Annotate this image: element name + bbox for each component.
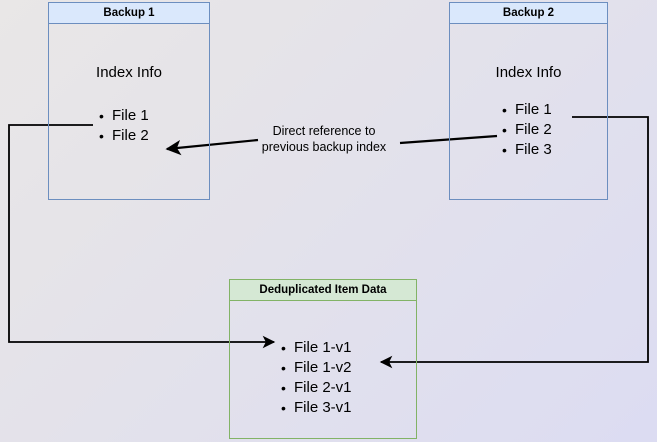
backup-2-box[interactable]: Backup 2 Index Info File 1 File 2 File 3 [449,2,608,200]
deduplicated-item-data-header: Deduplicated Item Data [229,279,417,301]
list-item: File 1 [502,100,552,120]
backup-1-index-label: Index Info [96,64,162,81]
list-item: File 1 [99,106,149,126]
backup-2-index-label: Index Info [495,64,562,81]
backup-1-header: Backup 1 [48,2,210,24]
deduplicated-item-data-body: File 1-v1 File 1-v2 File 2-v1 File 3-v1 [229,301,417,439]
backup-2-file-list: File 1 File 2 File 3 [502,100,552,160]
backup-2-body: Index Info File 1 File 2 File 3 [449,24,608,200]
list-item: File 2 [502,120,552,140]
dedup-file-list: File 1-v1 File 1-v2 File 2-v1 File 3-v1 [281,338,352,418]
backup-1-file-list: File 1 File 2 [99,106,149,146]
backup-1-box[interactable]: Backup 1 Index Info File 1 File 2 [48,2,210,200]
direct-reference-annotation: Direct reference to previous backup inde… [261,124,387,154]
list-item: File 2-v1 [281,378,352,398]
list-item: File 2 [99,126,149,146]
list-item: File 3 [502,140,552,160]
backup-1-body: Index Info File 1 File 2 [48,24,210,200]
list-item: File 1-v1 [281,338,352,358]
list-item: File 1-v2 [281,358,352,378]
deduplicated-item-data-box[interactable]: Deduplicated Item Data File 1-v1 File 1-… [229,279,417,439]
list-item: File 3-v1 [281,398,352,418]
backup-2-header: Backup 2 [449,2,608,24]
